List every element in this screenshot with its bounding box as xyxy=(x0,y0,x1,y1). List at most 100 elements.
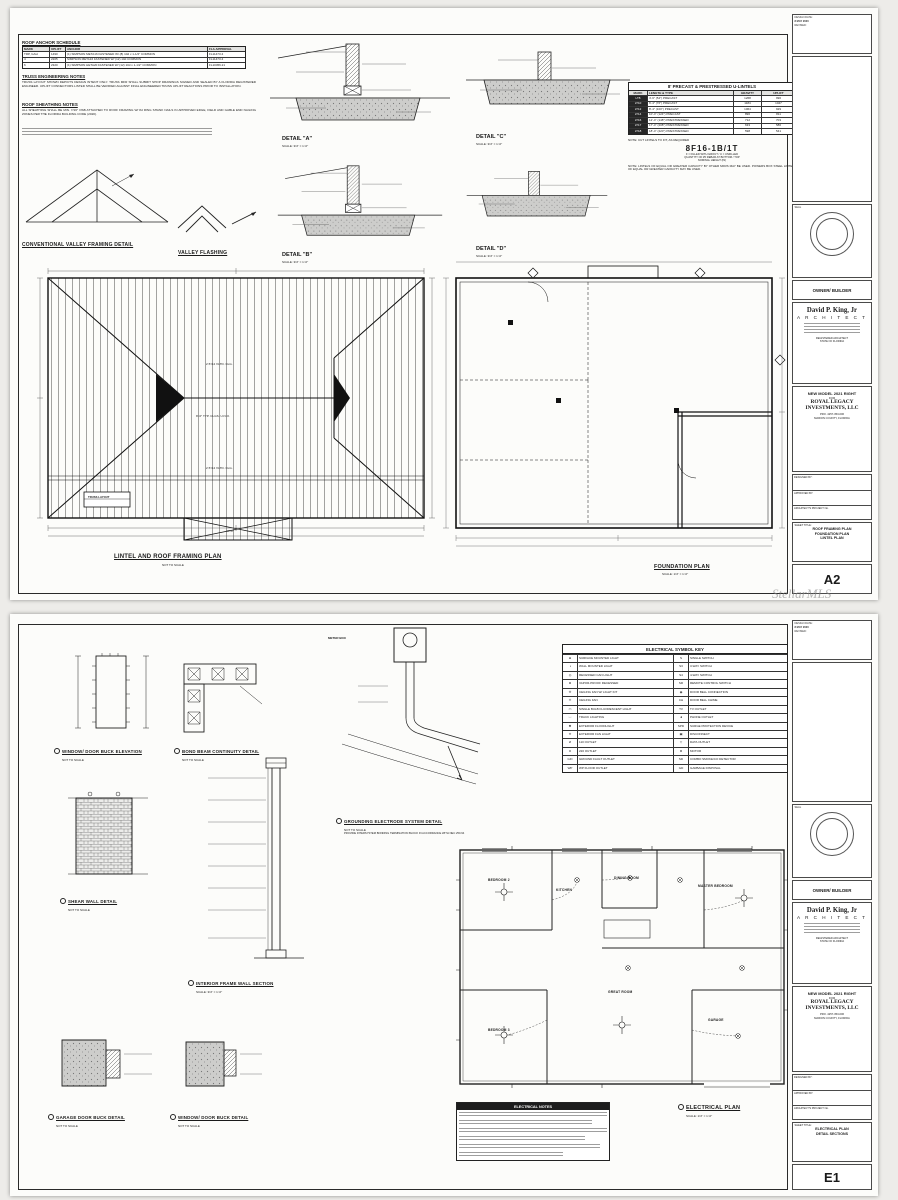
sheet-title-line-2: DETAIL SECTIONS xyxy=(815,1131,848,1136)
symbol-description: CEILING FAN xyxy=(577,697,673,705)
symbol-key-row: ▭ SINGLE BULB FLUORESCENT LIGHT TV TV OU… xyxy=(563,704,787,714)
signoff-box: DESIGNED BY: APPROVED BY: ARCHITECT'S PR… xyxy=(792,474,872,520)
valley-flashing-label: VALLEY FLASHING xyxy=(178,250,228,256)
lintel-table-title: 8' PRECAST & PRESTRESSED U-LINTELS xyxy=(628,82,796,90)
grounding-scale: NOT TO SCALE xyxy=(344,828,366,832)
bond-beam-label: BOND BEAM CONTINUITY DETAIL xyxy=(182,749,260,754)
grounding-drawing xyxy=(328,622,488,802)
detail-d-label: DETAIL "D" xyxy=(476,246,507,252)
revised-label: REVISED: xyxy=(794,629,807,633)
table-cell: 929 xyxy=(761,107,795,112)
sheet-number: A2 xyxy=(792,564,872,594)
symbol-description: COMBO SMOKE/CO DETECTOR xyxy=(688,756,787,764)
table-cell: 8'-4" (100") PRECAST xyxy=(647,107,733,112)
table-cell: 811 xyxy=(761,112,795,118)
symbol-glyph-icon: M xyxy=(673,747,688,756)
detail-a-label: DETAIL "A" xyxy=(282,136,313,142)
table-cell: 1064 xyxy=(733,107,761,112)
table-row: LT12 8'-4" (100") PRECAST 1064 929 xyxy=(629,106,795,112)
symbol-key-rows: ⊕ SURFACE MOUNTED LIGHT S SINGLE SWITCH … xyxy=(563,654,787,773)
design-date-label: DESIGN DATE: xyxy=(794,621,813,625)
watermark-stellar-mls: StellarMLS xyxy=(772,586,832,601)
buck-elevation-scale: NOT TO SCALE xyxy=(62,758,84,762)
architect-seal-icon xyxy=(810,812,854,856)
drawing-border xyxy=(18,624,788,1190)
symbol-description: GROUND FAULT OUTLET xyxy=(577,756,673,764)
symbol-key-row: ◑ WALL MOUNTED LIGHT S3 3-WAY SWITCH xyxy=(563,662,787,671)
table-row: 6 2320 (1) SIMPSON HETA20 FASTENED W/ (1… xyxy=(23,62,245,68)
garage-buck-caption: GARAGE DOOR BUCK DETAIL NOT TO SCALE xyxy=(48,1106,125,1128)
lintel-mark-cell: LT18 xyxy=(629,129,647,134)
room-label-master: MASTER BEDROOM xyxy=(698,884,733,888)
project-line-1: NEW MODEL 2021 RIGHT xyxy=(807,391,857,396)
shear-wall-drawing xyxy=(66,790,150,886)
symbol-key-row: GFI GROUND FAULT OUTLET SD COMBO SMOKE/C… xyxy=(563,755,787,764)
symbol-description: DISCONNECT xyxy=(688,730,787,739)
valley-flashing-drawing xyxy=(172,194,264,236)
fine-print-lines xyxy=(22,128,212,137)
revision-box: DESIGN DATE: 8 MAY 2020 REVISED: xyxy=(792,620,872,660)
symbol-glyph-icon: ⊘ xyxy=(568,740,572,745)
project-county: MARION COUNTY, FLORIDA xyxy=(814,1016,850,1020)
symbol-glyph-icon: ▽ xyxy=(673,739,688,747)
table-row: 4 2205 SIMPSON META16 FASTENED W/ (12) 1… xyxy=(23,56,245,63)
symbol-description: 110 OUTLET xyxy=(577,739,673,747)
detail-bubble-icon xyxy=(174,748,180,754)
table-cell: SIMPSON META16 FASTENED W/ (12) 10d COMM… xyxy=(65,57,207,63)
roof-anchor-schedule: ROOF ANCHOR SCHEDULE MARK UPLIFT ANCHOR … xyxy=(22,40,246,69)
framing-note-ceilings: 8'-0" TYP. CLGS. U.N.O. xyxy=(196,414,230,418)
garage-buck-scale: NOT TO SCALE xyxy=(56,1124,78,1128)
table-row: LT8 4'-6" (54") PRECAST 1268 996 xyxy=(629,95,795,101)
project-client-1: ROYAL LEGACY xyxy=(810,399,854,405)
table-cell: (1) SIMPSON HETA20 FASTENED W/ (12) 10d … xyxy=(65,63,207,68)
symbol-glyph-icon: ⊕ xyxy=(568,656,572,660)
detail-bubble-icon xyxy=(60,898,66,904)
electrical-plan-title: ELECTRICAL PLAN xyxy=(686,1105,741,1111)
symbol-description: CEILING FAN W/ LIGHT KIT xyxy=(577,688,673,697)
detail-a-scale: SCALE: 3/4" = 1'-0" xyxy=(282,144,309,148)
sheet-e1: WINDOW/ DOOR BUCK ELEVATION NOT TO SCALE xyxy=(10,614,878,1196)
lintel-callout: NOMINAL HEIGHT (IN) xyxy=(697,158,727,162)
symbol-glyph-icon: ✢ xyxy=(568,698,572,703)
symbol-glyph-icon: ◉ xyxy=(673,688,688,697)
table-cell: 896 xyxy=(733,112,761,118)
bond-beam-caption: BOND BEAM CONTINUITY DETAIL NOT TO SCALE xyxy=(174,740,259,762)
architect-title: A R C H I T E C T xyxy=(797,915,867,920)
electrical-notes-body xyxy=(457,1110,609,1160)
table-header-cell: ANCHOR xyxy=(65,47,207,52)
symbol-key-row: ◎ RECESSED CAN LIGHT S4 4-WAY SWITCH xyxy=(563,670,787,680)
note-line xyxy=(459,1120,593,1126)
table-header-cell: LENGTH & TYPE xyxy=(647,91,733,96)
electrical-notes-title: ELECTRICAL NOTES xyxy=(457,1103,609,1110)
truss-notes-title: TRUSS ENGINEERING NOTES xyxy=(22,74,86,79)
lintel-mark-cell: LT12 xyxy=(629,107,647,112)
sheet-title-box: SHEET TITLE: ROOF FRAMING PLAN FOUNDATIO… xyxy=(792,522,872,562)
project-box: NEW MODEL 2021 RIGHT FOR ROYAL LEGACY IN… xyxy=(792,386,872,472)
project-number: PRO. 4257-353-006 xyxy=(819,412,845,416)
seal-label: SEAL xyxy=(794,205,802,209)
approved-by-row: APPROVED BY: xyxy=(793,1090,871,1105)
symbol-key-table: ⊕ SURFACE MOUNTED LIGHT S SINGLE SWITCH … xyxy=(562,654,788,774)
symbol-description: SURGE PROTECTION DEVICE xyxy=(688,722,787,730)
detail-bubble-icon xyxy=(678,1104,684,1110)
meter-box-label: METER BOX xyxy=(328,636,346,640)
table-cell: 10'-4" (124") PRECAST xyxy=(647,112,733,118)
table-cell: 598 xyxy=(733,129,761,134)
table-cell: (1) SIMPSON META16 FASTENED W/ (8) 10d x… xyxy=(65,52,207,57)
project-line-2: FOR xyxy=(828,996,836,1000)
symbol-glyph-icon: TV xyxy=(673,705,688,714)
symbol-glyph-icon: S3 xyxy=(673,663,688,671)
table-cell: 1184 xyxy=(733,101,761,107)
design-date-label: DESIGN DATE: xyxy=(794,15,813,19)
note-line xyxy=(459,1144,600,1150)
lintel-schedule: 8' PRECAST & PRESTRESSED U-LINTELS MARK … xyxy=(628,82,796,172)
owner-builder-box: OWNER/ BUILDER xyxy=(792,280,872,300)
symbol-description: GARBAGE DISPOSAL xyxy=(688,764,787,773)
table-row: LT18 18'-4" (220") PRESTRESSED 598 541 xyxy=(629,128,795,134)
frame-wall-caption: INTERIOR FRAME WALL SECTION SCALE: 3/4" … xyxy=(188,972,274,994)
foundation-plan-scale: SCALE: 1/4" = 1'-0" xyxy=(662,572,689,576)
sheet-title-line-1: ROOF FRAMING PLAN xyxy=(812,527,852,531)
table-row: LT10 6'-4" (76") PRECAST 1184 1047 xyxy=(629,100,795,107)
sheathing-notes-body: ALL SHEATHING SHALL BE MIN. 7/16" OSB AT… xyxy=(22,108,256,117)
